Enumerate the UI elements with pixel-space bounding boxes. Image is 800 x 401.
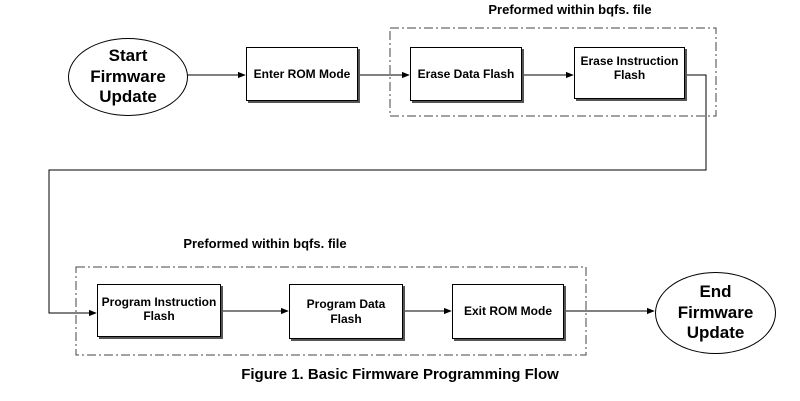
exit-rom-mode-box: Exit ROM Mode — [452, 284, 564, 339]
start-line2: Firmware — [90, 66, 166, 86]
start-firmware-update-node: Start Firmware Update — [68, 38, 188, 116]
exit-rom-mode-label: Exit ROM Mode — [463, 304, 552, 319]
top-group-border — [389, 27, 717, 117]
start-line1: Start — [108, 46, 148, 66]
erase-data-flash-label: Erase Data Flash — [417, 66, 515, 81]
bottom-group-label: Preformed within bqfs. file — [183, 236, 347, 251]
program-instr-line2: Flash — [143, 309, 175, 324]
top-group-label: Preformed within bqfs. file — [488, 2, 652, 17]
erase-instr-line1: Erase Instruction — [580, 54, 679, 68]
bottom-group-border — [75, 266, 587, 356]
program-instruction-flash-box: Program Instruction Flash — [97, 284, 221, 337]
start-line3: Update — [99, 87, 157, 107]
figure-caption: Figure 1. Basic Firmware Programming Flo… — [241, 366, 559, 383]
end-line2: Firmware — [677, 302, 754, 322]
erase-data-flash-box: Erase Data Flash — [410, 47, 522, 101]
program-data-line2: Flash — [330, 311, 362, 326]
erase-instruction-flash-box: Erase Instruction Flash — [574, 47, 685, 99]
program-data-flash-box: Program Data Flash — [289, 284, 403, 339]
erase-instr-line2: Flash — [613, 68, 646, 83]
connector-top-to-bottom-row — [48, 74, 707, 317]
end-line3: Update — [686, 323, 745, 343]
enter-rom-mode-label: Enter ROM Mode — [253, 66, 351, 81]
end-line1: End — [699, 282, 732, 302]
program-data-line1: Program Data — [306, 297, 386, 312]
end-firmware-update-node: End Firmware Update — [655, 272, 776, 354]
enter-rom-mode-box: Enter ROM Mode — [246, 47, 358, 101]
program-instr-line1: Program Instruction — [101, 295, 217, 309]
